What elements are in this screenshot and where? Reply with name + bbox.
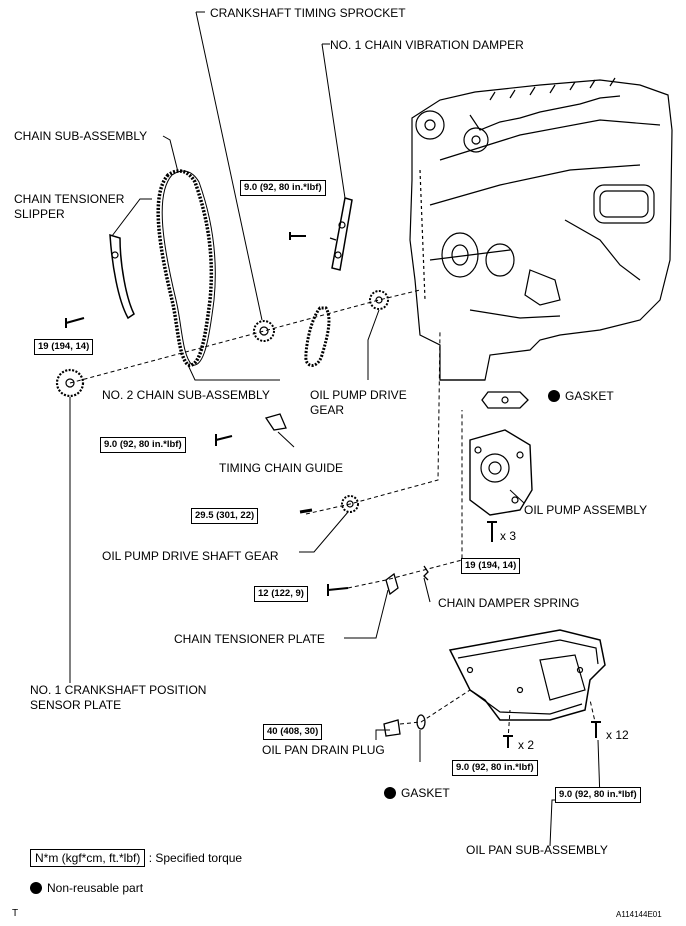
non-reusable-dot-icon	[30, 882, 42, 894]
label-chain-sub-assembly: CHAIN SUB-ASSEMBLY	[14, 129, 148, 143]
non-reusable-dot-icon	[384, 787, 396, 799]
torque-slipper-bolt: 19 (194, 14)	[34, 339, 94, 355]
label-oil-pump-drive-shaft-gear: OIL PUMP DRIVE SHAFT GEAR	[102, 549, 279, 563]
crank-position-sensor-plate	[55, 368, 85, 398]
torque-pan-nuts: 9.0 (92, 80 in.*lbf)	[452, 760, 538, 776]
torque-tensioner-plate-bolt: 12 (122, 9)	[254, 586, 308, 602]
oil-pump-assembly	[469, 429, 533, 516]
label-chain-tensioner-slipper-line1: CHAIN TENSIONER	[14, 192, 125, 206]
engine-block	[409, 77, 673, 381]
chain-sub-assembly	[156, 169, 214, 367]
label-no2-chain-sub-assembly: NO. 2 CHAIN SUB-ASSEMBLY	[102, 388, 270, 402]
label-gasket-pump: GASKET	[548, 389, 614, 404]
torque-drain-plug: 40 (408, 30)	[263, 724, 323, 740]
torque-pan-bolts: 9.0 (92, 80 in.*lbf)	[555, 787, 641, 803]
qty-pan-nuts: x 2	[518, 738, 535, 752]
qty-pump-bolts: x 3	[500, 529, 517, 543]
legend-nonreusable-text: Non-reusable part	[47, 881, 144, 895]
chain-tensioner-slipper	[109, 233, 135, 320]
gasket-pump-text: GASKET	[565, 389, 614, 403]
label-oil-pan-drain-plug: OIL PAN DRAIN PLUG	[262, 743, 385, 757]
label-no1-chain-vibration-damper: NO. 1 CHAIN VIBRATION DAMPER	[330, 38, 524, 52]
label-oil-pump-assembly: OIL PUMP ASSEMBLY	[524, 503, 648, 517]
oil-pump-drive-shaft-gear	[341, 495, 359, 513]
gasket-drain-text: GASKET	[401, 786, 450, 800]
crankshaft-timing-sprocket	[253, 320, 275, 342]
legend-torque-row: N*m (kgf*cm, ft.*lbf) : Specified torque	[30, 849, 243, 867]
label-chain-damper-spring: CHAIN DAMPER SPRING	[438, 596, 580, 610]
torque-pump-bolts: 19 (194, 14)	[461, 558, 521, 574]
drain-plug	[383, 719, 401, 737]
label-gasket-drain: GASKET	[384, 786, 450, 801]
chain-vibration-damper	[331, 197, 353, 271]
torque-damper-bolt: 9.0 (92, 80 in.*lbf)	[240, 180, 326, 196]
oil-pan-sub-assembly	[448, 629, 606, 721]
label-chain-tensioner-plate: CHAIN TENSIONER PLATE	[174, 632, 325, 646]
torque-guide-bolt: 9.0 (92, 80 in.*lbf)	[100, 437, 186, 453]
label-crankshaft-timing-sprocket: CRANKSHAFT TIMING SPROCKET	[210, 6, 406, 20]
timing-chain-guide	[264, 413, 287, 431]
qty-pan-bolts: x 12	[606, 728, 629, 742]
label-oil-pump-drive-gear-line2: GEAR	[310, 403, 345, 417]
footer-code: T	[12, 908, 19, 919]
chain-damper-spring	[423, 565, 429, 581]
chain-tensioner-plate	[385, 572, 399, 596]
oil-pump-drive-gear	[369, 290, 389, 310]
torque-drive-shaft-gear-nut: 29.5 (301, 22)	[191, 508, 259, 524]
legend-torque-box: N*m (kgf*cm, ft.*lbf)	[30, 849, 146, 867]
legend-torque-text: : Specified torque	[148, 851, 243, 865]
label-oil-pump-drive-gear-line1: OIL PUMP DRIVE	[310, 388, 407, 402]
oil-pump-gasket	[481, 391, 529, 409]
no2-chain-sub-assembly	[304, 306, 331, 367]
label-chain-tensioner-slipper-line2: SLIPPER	[14, 207, 65, 221]
label-oil-pan-sub-assembly: OIL PAN SUB-ASSEMBLY	[466, 843, 608, 857]
non-reusable-dot-icon	[548, 390, 560, 402]
label-crank-sensor-plate-line2: SENSOR PLATE	[30, 698, 122, 712]
label-timing-chain-guide: TIMING CHAIN GUIDE	[219, 461, 344, 475]
label-crank-sensor-plate-line1: NO. 1 CRANKSHAFT POSITION	[30, 683, 207, 697]
legend-nonreusable-row: Non-reusable part	[30, 881, 143, 896]
figure-id: A114144E01	[616, 910, 662, 919]
